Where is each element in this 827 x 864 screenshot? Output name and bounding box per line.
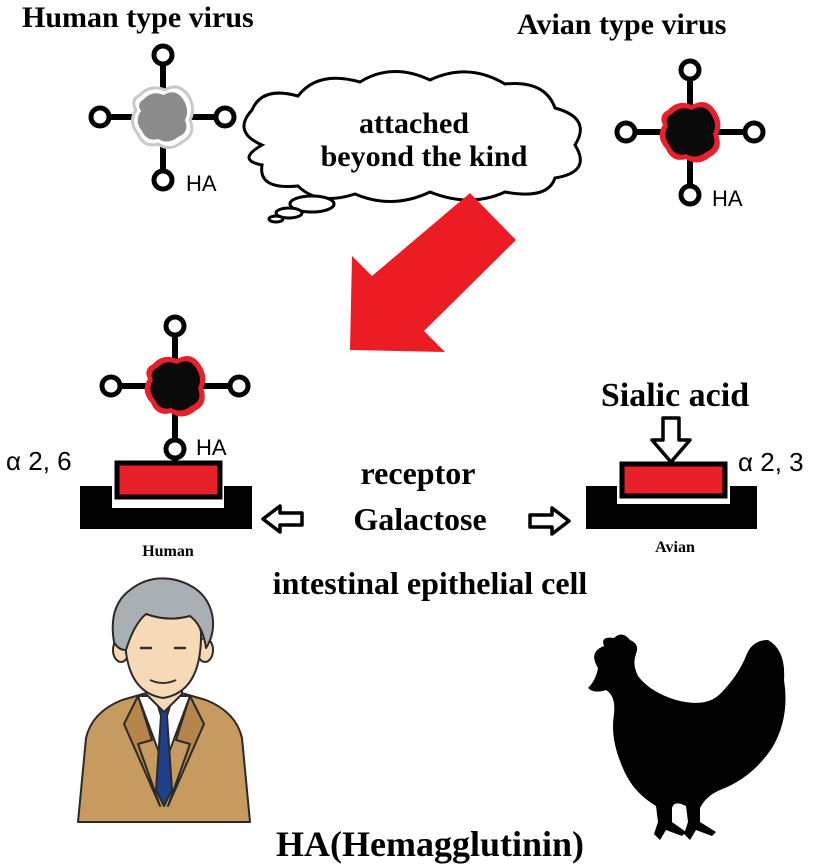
virus-avian-bound-icon [99, 314, 251, 463]
alpha-2-3-label: α 2, 3 [738, 447, 804, 477]
ha-label-bound-virus: HA [196, 435, 227, 460]
arrow-left-icon [261, 504, 304, 534]
virus-human-icon [88, 43, 237, 192]
cloud-text-line2: beyond the kind [321, 140, 528, 173]
man-in-suit-icon [77, 577, 251, 823]
hen-silhouette-icon [588, 634, 786, 840]
alpha-2-6-label: α 2, 6 [6, 446, 72, 476]
big-red-arrow [350, 193, 516, 352]
avian-virus-title: Avian type virus [517, 8, 726, 41]
virus-human-core [137, 92, 188, 142]
human-cell-label: Human [142, 543, 194, 560]
receptor-label: receptor [361, 455, 476, 491]
galactose-label: Galactose [353, 501, 486, 537]
ha-label-avian-virus: HA [712, 186, 743, 211]
human-receptor [80, 460, 252, 529]
arrow-right-icon [528, 506, 571, 536]
thought-cloud [242, 70, 582, 224]
cloud-text-line1: attached [359, 107, 469, 140]
human-receptor-sialic [114, 460, 223, 500]
avian-receptor [586, 461, 757, 529]
bottom-title: HA(Hemagglutinin) [276, 824, 584, 864]
sialic-arrow-down-icon [650, 416, 692, 464]
avian-receptor-sialic [619, 461, 728, 499]
human-virus-title: Human type virus [22, 1, 254, 34]
intestinal-cell-label: intestinal epithelial cell [273, 565, 588, 601]
virus-avian-core [665, 107, 716, 157]
ha-label-human-virus: HA [186, 171, 217, 196]
avian-cell-label: Avian [655, 539, 695, 556]
virus-avian-icon [614, 58, 766, 207]
sialic-acid-label: Sialic acid [601, 377, 749, 414]
